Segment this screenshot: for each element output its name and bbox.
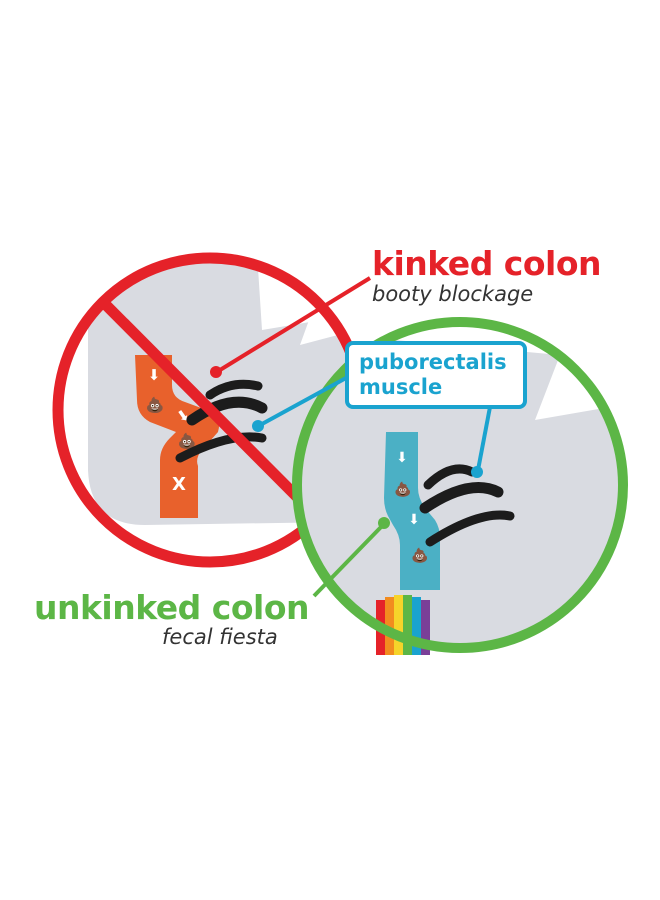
unkinked-colon: ⬇ 💩 ⬇ 💩 xyxy=(384,432,440,590)
arrow-down-icon: ⬇ xyxy=(148,366,161,384)
x-mark-icon: X xyxy=(172,474,186,495)
puborectalis-band-kinked xyxy=(175,379,268,463)
arrow-down-icon: ⬇ xyxy=(408,512,420,528)
rainbow-poop-icon: 💩 xyxy=(394,481,411,498)
kinked-panel: ⬇ 💩 ⬇ 💩 X xyxy=(52,252,368,568)
arrow-down-icon: ⬇ xyxy=(396,450,408,466)
unkinked-body-silhouette xyxy=(297,330,623,648)
muscle-label-line1: puborectalis xyxy=(359,350,507,374)
poop-emoji-icon: 💩 xyxy=(178,432,197,450)
unkinked-circle xyxy=(292,317,628,653)
unkinked-colon-subtitle: fecal fiesta xyxy=(162,625,278,649)
unkinked-colon-title: unkinked colon xyxy=(34,588,310,627)
poop-emoji-icon: 💩 xyxy=(146,396,165,414)
kinked-colon-title: kinked colon xyxy=(372,244,602,283)
rainbow-poop-icon: 💩 xyxy=(411,547,428,564)
kinked-colon-subtitle: booty blockage xyxy=(372,282,534,306)
muscle-label-box xyxy=(345,341,527,409)
kinked-colon: ⬇ 💩 ⬇ 💩 X xyxy=(135,355,220,518)
muscle-label: puborectalis muscle xyxy=(359,350,507,400)
puborectalis-band-unkinked xyxy=(419,464,515,547)
leader-lines xyxy=(210,276,492,598)
muscle-label-line2: muscle xyxy=(359,375,443,399)
